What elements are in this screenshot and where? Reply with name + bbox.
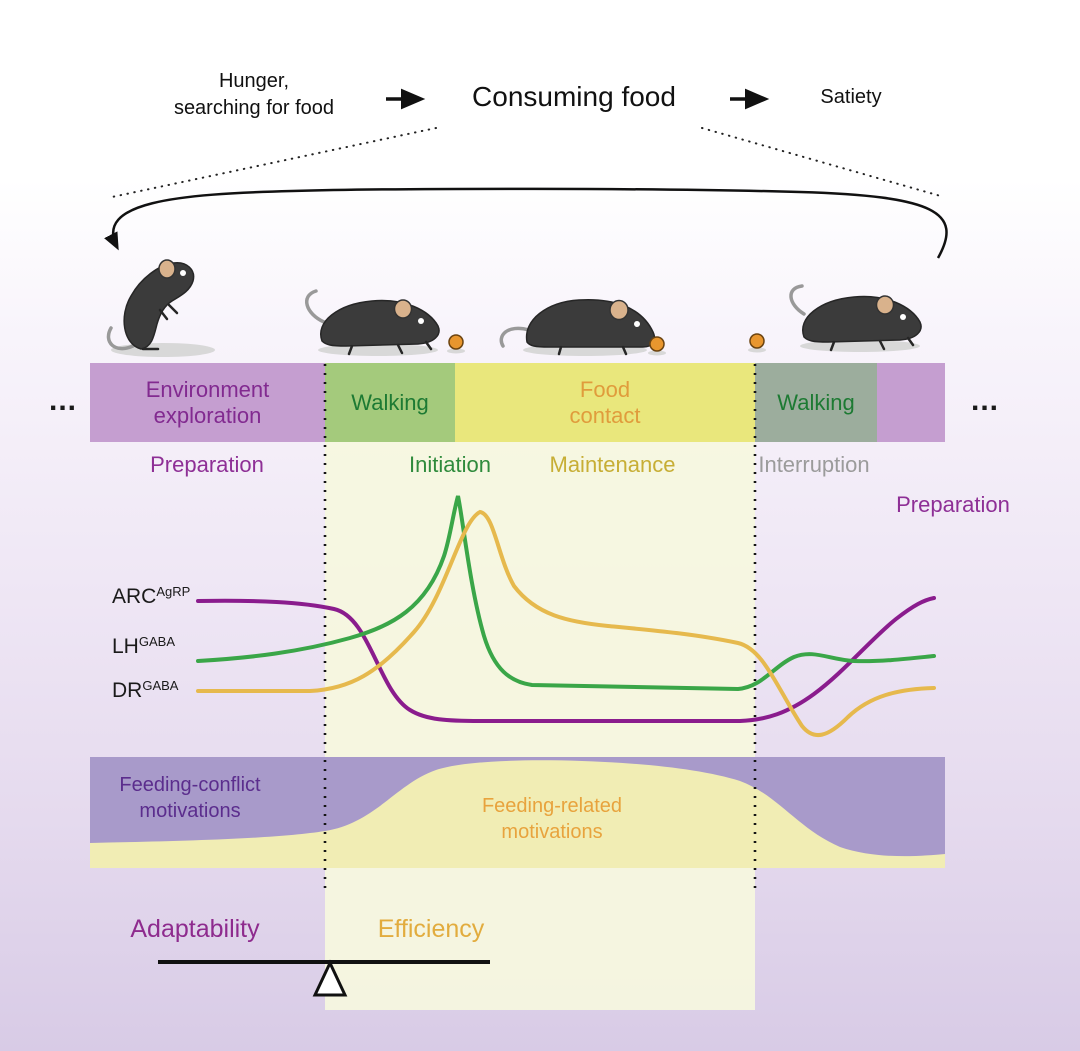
mouse-legs xyxy=(829,336,915,352)
mouse-legs xyxy=(347,340,433,356)
flow-hunger-line2: searching for food xyxy=(173,97,335,119)
dr-gaba-sup: GABA xyxy=(142,678,179,693)
mouse-shadow xyxy=(800,340,920,352)
mouse-ear xyxy=(609,299,629,321)
arc-agrp-label: ARCAgRP xyxy=(112,584,191,609)
mouse-shadow xyxy=(111,343,215,357)
stage-interruption: Interruption xyxy=(758,452,870,477)
food-pellet-1 xyxy=(448,334,464,350)
lh-gaba-sup: GABA xyxy=(138,634,175,649)
stage-initiation: Initiation xyxy=(409,452,491,477)
feeding-related-line1: Feeding-related xyxy=(481,795,623,817)
dr-gaba-label: DRGABA xyxy=(112,678,179,703)
phase-food-contact-line2: contact xyxy=(569,402,641,428)
lh-gaba-label: LHGABA xyxy=(112,634,175,659)
adaptability-label: Adaptability xyxy=(130,915,260,943)
feeding-conflict-label: Feeding-conflict motivations xyxy=(96,772,284,824)
efficiency-label: Efficiency xyxy=(377,915,485,943)
flow-consuming-food-label: Consuming food xyxy=(472,81,676,112)
feeding-related-area xyxy=(90,760,945,868)
stage-preparation-right: Preparation xyxy=(896,492,1010,517)
mouse-tail xyxy=(106,326,135,351)
expansion-line-right xyxy=(701,127,945,198)
flow-hunger-label: Hunger, searching for food xyxy=(148,68,360,122)
phase-environment-line1: Environment xyxy=(145,376,270,402)
mouse-rearing-illustration xyxy=(106,259,215,357)
cycle-arrow xyxy=(104,187,948,259)
arc-agrp-base: ARC xyxy=(112,585,157,608)
phase-environment-line2: exploration xyxy=(153,402,262,428)
mouse-eye xyxy=(634,321,640,327)
feeding-conflict-line2: motivations xyxy=(139,800,241,822)
mouse-tail xyxy=(499,326,531,348)
stage-preparation-left: Preparation xyxy=(150,452,264,477)
food-pellet-3 xyxy=(749,333,765,349)
timeline-ellipsis-left: ... xyxy=(48,384,77,417)
phase-walking-1: Walking xyxy=(325,363,455,442)
mouse-tail xyxy=(305,289,326,324)
mouse-ear xyxy=(875,295,895,315)
mouse-eye xyxy=(418,318,424,324)
phase-preparation-right-block xyxy=(877,363,945,442)
expansion-line-left xyxy=(111,127,437,198)
mouse-shadow xyxy=(318,344,438,356)
lh-gaba-base: LH xyxy=(112,635,139,658)
pellet-shadow xyxy=(748,347,766,353)
mouse-eating-illustration xyxy=(499,298,656,356)
flow-satiety-label: Satiety xyxy=(820,86,882,108)
flow-hunger-line1: Hunger, xyxy=(218,70,290,92)
mouse-ear xyxy=(158,259,176,279)
mouse-ear xyxy=(393,299,413,319)
feeding-related-line2: motivations xyxy=(501,821,603,843)
dr-gaba-base: DR xyxy=(112,679,143,702)
phase-food-contact: Food contact xyxy=(455,363,755,442)
phase-food-contact-line1: Food xyxy=(579,376,631,402)
mouse-eye xyxy=(900,314,906,320)
mouse-walking-away-illustration xyxy=(789,284,922,352)
mouse-walking-illustration xyxy=(305,289,440,356)
stage-maintenance: Maintenance xyxy=(549,452,676,477)
motivation-band xyxy=(90,757,945,868)
mouse-tail xyxy=(789,284,806,316)
timeline-ellipsis-right: ... xyxy=(970,384,999,417)
mouse-eye xyxy=(180,270,186,276)
mouse-body xyxy=(123,261,195,350)
arc-agrp-sup: AgRP xyxy=(156,584,191,599)
phase-environment-exploration: Environment exploration xyxy=(90,363,325,442)
mouse-legs xyxy=(557,345,628,356)
feeding-conflict-line1: Feeding-conflict xyxy=(119,774,261,796)
feeding-related-label: Feeding-related motivations xyxy=(443,793,661,845)
phase-walking-2: Walking xyxy=(755,363,877,442)
mouse-paws xyxy=(141,303,179,351)
